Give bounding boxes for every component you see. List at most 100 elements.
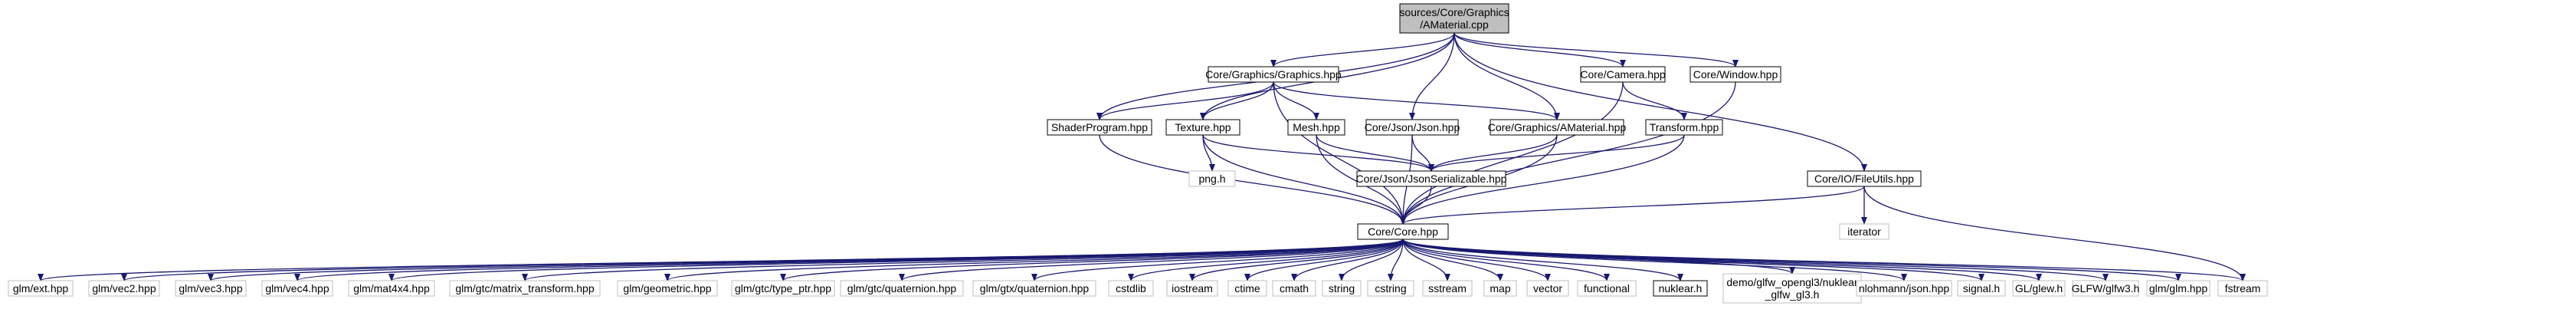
edge-core-to-ctime [1244,239,1404,281]
node-box-signal [1957,280,2006,297]
edge-core-to-glm_gtxq [1031,239,1404,281]
node-nuklear[interactable]: nuklear.h [1653,280,1708,297]
node-functional: functional [1577,280,1637,297]
node-box-glm_vec2 [88,280,160,297]
edge-core-to-nuklear [1402,239,1683,281]
node-box-root [1399,3,1509,34]
node-texture[interactable]: Texture.hpp [1165,119,1240,136]
edge-texture-to-core [1202,134,1406,225]
node-core[interactable]: Core/Core.hpp [1357,223,1449,240]
node-label-glm_glm: glm/glm.hpp [2149,282,2207,294]
node-box-iterator [1839,223,1889,240]
node-label-cstdlib: cstdlib [1116,282,1146,294]
node-label-string: string [1329,282,1355,294]
node-label-map: map [1490,282,1510,294]
node-label-graphics: Core/Graphics/Graphics.hpp [1205,68,1342,81]
node-amaterial[interactable]: Core/Graphics/AMaterial.hpp [1488,119,1627,136]
node-box-string [1322,280,1362,297]
edge-window-to-core [1400,81,1736,225]
node-fileutils[interactable]: Core/IO/FileUtils.hpp [1807,170,1922,187]
node-label-json: Core/Json/Json.hpp [1365,121,1460,133]
edge-root-to-json [1409,32,1455,120]
node-label-nuklear: nuklear.h [1659,282,1703,294]
node-box-ctime [1227,280,1267,297]
node-label-core: Core/Core.hpp [1368,225,1438,238]
node-box-glm_gtxq [972,280,1096,297]
node-glm_vec2: glm/vec2.hpp [88,280,160,297]
node-label-mesh: Mesh.hpp [1293,121,1340,133]
node-label-glew: GL/glew.h [2015,282,2063,294]
node-mesh[interactable]: Mesh.hpp [1287,119,1345,136]
node-box-glm_tp [731,280,835,297]
edge-root-to-graphics [1270,32,1455,67]
edge-core-to-string [1339,239,1404,281]
node-sstream: sstream [1422,280,1473,297]
node-iostream: iostream [1166,280,1218,297]
node-label-glfw: GLFW/glfw3.h [2072,282,2140,294]
edge-root-to-camera [1454,32,1626,67]
node-box-glm_vec3 [175,280,247,297]
node-label-fstream: fstream [2225,282,2261,294]
node-glew: GL/glew.h [2012,280,2066,297]
node-label-camera: Core/Camera.hpp [1580,68,1665,81]
node-json[interactable]: Core/Json/Json.hpp [1365,119,1460,136]
edge-core-to-glm_gtcq [899,239,1404,281]
node-label-fileutils: Core/IO/FileUtils.hpp [1814,173,1914,185]
node-label-glm_vec2: glm/vec2.hpp [92,282,156,294]
node-box-glfw [2072,280,2139,297]
edge-core-to-vector [1402,239,1551,281]
node-box-cstring [1367,280,1414,297]
node-graphics[interactable]: Core/Graphics/Graphics.hpp [1205,66,1342,83]
node-label-jsonser: Core/Json/JsonSerializable.hpp [1356,173,1507,185]
node-label-root-0: sources/Core/Graphics [1399,6,1509,18]
node-jsonser[interactable]: Core/Json/JsonSerializable.hpp [1356,170,1507,187]
edge-core-to-cstring [1388,239,1404,281]
nodes-layer: sources/Core/Graphics/AMaterial.cppCore/… [8,3,2268,304]
node-box-sstream [1422,280,1473,297]
node-box-iostream [1166,280,1218,297]
node-ctime: ctime [1227,280,1267,297]
node-box-glm_mat4 [348,280,435,297]
node-box-window [1689,66,1781,83]
edge-transform-to-jsonser [1428,134,1685,172]
edge-graphics-to-shader [1096,81,1274,120]
node-string: string [1322,280,1362,297]
node-box-nuklear [1653,280,1708,297]
node-root: sources/Core/Graphics/AMaterial.cpp [1399,3,1509,34]
node-box-texture [1165,119,1240,136]
node-shader[interactable]: ShaderProgram.hpp [1047,119,1152,136]
edge-core-to-cmath [1291,239,1404,281]
node-window[interactable]: Core/Window.hpp [1689,66,1781,83]
node-cstring: cstring [1367,280,1414,297]
node-box-nkglfw [1722,273,1862,304]
node-label-transform: Transform.hpp [1650,121,1719,133]
node-glm_ext: glm/ext.hpp [8,280,74,297]
edge-graphics-to-core [1273,81,1406,225]
node-label-glm_mat4: glm/mat4x4.hpp [353,282,430,294]
node-transform[interactable]: Transform.hpp [1645,119,1723,136]
edge-fileutils-to-core [1400,186,1865,225]
edge-core-to-iostream [1189,239,1404,281]
edge-graphics-to-mesh [1273,81,1319,120]
edge-core-to-cstdlib [1128,239,1404,281]
node-label-nlohmann: nlohmann/json.hpp [1859,282,1950,294]
node-box-functional [1577,280,1637,297]
node-cstdlib: cstdlib [1108,280,1154,297]
edge-root-to-amaterial [1454,32,1560,120]
node-label-iterator: iterator [1847,225,1881,238]
node-box-map [1483,280,1517,297]
node-label-texture: Texture.hpp [1175,121,1231,133]
node-label-glm_mt: glm/gtc/matrix_transform.hpp [455,282,594,294]
node-box-glm_gtcq [840,280,964,297]
node-label-glm_vec4: glm/vec4.hpp [265,282,329,294]
node-label-vector: vector [1533,282,1562,294]
node-glm_vec4: glm/vec4.hpp [261,280,333,297]
edge-core-to-nlohmann [1402,239,1907,281]
node-label-nkglfw-1: _glfw_gl3.h [1765,288,1820,301]
node-box-fileutils [1807,170,1922,187]
node-camera[interactable]: Core/Camera.hpp [1580,66,1666,83]
node-cmath: cmath [1272,280,1316,297]
node-box-fstream [2217,280,2268,297]
node-fstream: fstream [2217,280,2268,297]
node-png: png.h [1188,170,1236,187]
